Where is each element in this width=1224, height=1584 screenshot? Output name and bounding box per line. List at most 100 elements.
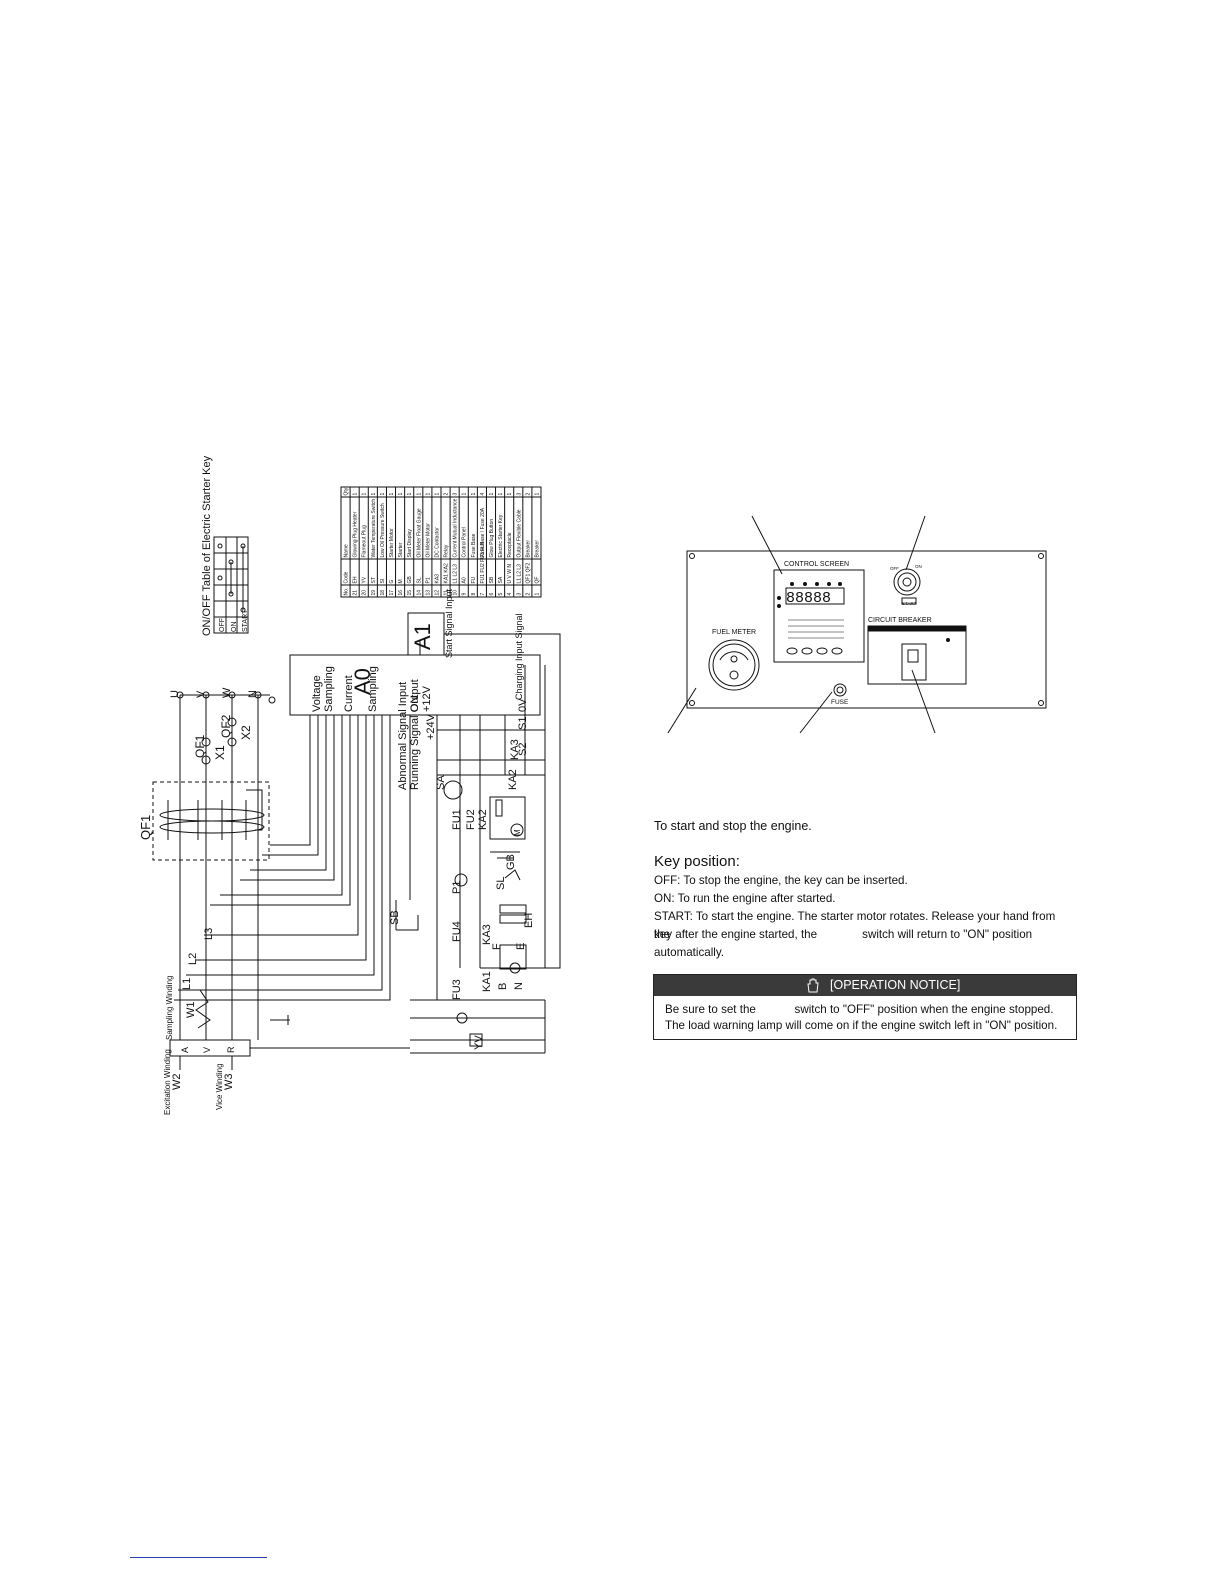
parts-cell: FU1 FU2 FU3 FU4	[480, 541, 486, 583]
parts-cell: 1	[534, 493, 540, 496]
key-line-start-cont: key after the engine started, the switch…	[654, 928, 1033, 941]
parts-cell: 7	[480, 593, 486, 596]
parts-cell: Breaker	[525, 540, 531, 558]
key-line-start: START: To start the engine. The starter …	[654, 910, 1056, 941]
label-qf1: QF1	[138, 815, 153, 840]
label-fu1: FU1	[451, 809, 463, 830]
label-vice-winding: Vice Winding	[215, 1063, 224, 1110]
parts-cell: Oil Meter Float Gauge	[416, 508, 422, 557]
parts-cell: 3	[453, 493, 459, 496]
label-qf2: QF2	[219, 714, 233, 738]
parts-cell: 1	[353, 493, 359, 496]
notice-header: [OPERATION NOTICE]	[654, 975, 1076, 996]
label-ka2b: KA2	[477, 809, 489, 830]
parts-cell: Fuse Base	[471, 533, 477, 557]
label-yv: YV	[473, 1035, 485, 1050]
label-12v: +12V	[421, 685, 433, 712]
digit-display	[785, 587, 845, 605]
label-r: R	[226, 1046, 236, 1053]
label-a: A	[180, 1047, 190, 1053]
parts-cell: 1	[380, 493, 386, 496]
notice-line-2: The load warning lamp will come on if th…	[665, 1019, 1058, 1032]
label-sampling2: Sampling	[367, 666, 379, 712]
parts-cell: 2	[525, 493, 531, 496]
parts-cell: G	[389, 580, 395, 584]
parts-header-cell: Name	[344, 544, 350, 558]
parts-cell: Current Mutual Inductance	[453, 498, 459, 557]
parts-cell: Electric Starter Key	[498, 514, 504, 557]
label-fuel-meter: FUEL METER	[712, 629, 756, 636]
label-b: B	[497, 983, 509, 990]
label-current: Current	[343, 675, 355, 712]
parts-cell: Flameout Plug	[362, 525, 368, 557]
key-line-auto: automatically.	[654, 946, 725, 959]
parts-cell: ST	[371, 577, 377, 583]
panel-frame	[686, 550, 1047, 709]
parts-cell: Glow Plug Button	[489, 519, 495, 558]
starter-pos-off: OFF	[219, 618, 226, 632]
parts-cell: 1	[362, 493, 368, 496]
breaker-qf1	[152, 781, 270, 861]
parts-cell: 12	[434, 590, 440, 596]
label-s2: S2	[517, 743, 529, 756]
parts-cell: 21	[353, 590, 359, 596]
display-digits: 88888	[786, 590, 831, 607]
starter-table-title: ON/OFF Table of Electric Starter Key	[201, 455, 213, 636]
label-abnormal: Abnormal Signal Input	[397, 682, 409, 790]
label-vv: V	[202, 1047, 212, 1053]
control-panel-illustration: CONTROL SCREEN 88888 FUEL METER CIRCUIT …	[667, 515, 1047, 734]
label-s1: S1	[517, 717, 529, 730]
circuit-breaker	[867, 625, 967, 685]
label-ka2: KA2	[507, 769, 519, 790]
parts-cell: 18	[380, 590, 386, 596]
fuel-meter	[708, 639, 760, 691]
key-label-start: START	[902, 601, 917, 606]
parts-cell: SI	[380, 579, 386, 584]
parts-cell: Start Display	[407, 529, 413, 558]
parts-cell: 13	[425, 590, 431, 596]
label-ka1: KA1	[481, 971, 493, 992]
parts-cell: 9	[462, 593, 468, 596]
parts-cell: P1	[425, 577, 431, 583]
parts-cell: L1 L2 L3	[453, 564, 459, 584]
key-line-on: ON: To run the engine after started.	[654, 892, 836, 905]
key-position-heading: Key position:	[654, 853, 740, 870]
parts-cell: 16	[398, 590, 404, 596]
label-f: F	[491, 943, 503, 950]
parts-cell: KA3	[434, 574, 440, 584]
label-sampling-winding: Sampling Winding	[165, 976, 174, 1040]
parts-cell: 1	[462, 493, 468, 496]
parts-cell: SB	[489, 576, 495, 583]
parts-cell: 1	[425, 493, 431, 496]
parts-cell: Control Panel	[462, 527, 468, 557]
parts-cell: Starter	[398, 542, 404, 557]
wiring-diagram: ON/OFF Table of Electric Starter Key OFF…	[138, 455, 561, 1115]
parts-cell: Output Flexible Cable	[516, 509, 522, 557]
key-switch	[893, 568, 921, 596]
parts-cell: 1	[371, 493, 377, 496]
parts-cell: 5	[498, 593, 504, 596]
fuse-holder	[833, 683, 847, 697]
label-running: Running Signal Output	[409, 679, 421, 790]
parts-cell: SA	[498, 576, 504, 583]
starter-pos-start: START	[242, 609, 249, 632]
key-label-on: ON	[915, 564, 922, 569]
key-line-off: OFF: To stop the engine, the key can be …	[654, 874, 908, 887]
parts-header-cell: No.	[344, 588, 350, 596]
label-w2: W2	[171, 1074, 183, 1091]
parts-cell: 4	[480, 493, 486, 496]
label-voltage: Voltage	[311, 675, 323, 712]
parts-cell: 2	[525, 593, 531, 596]
label-x1: X1	[213, 745, 227, 760]
parts-cell: 1	[471, 493, 477, 496]
parts-cell: U V W N	[507, 564, 513, 584]
parts-cell: 17	[389, 590, 395, 596]
parts-cell: Fuse Base / Fuse 20A	[480, 507, 486, 557]
label-charging: Charging Input Signal	[514, 613, 524, 700]
label-n2: N	[513, 982, 525, 990]
operation-notice: [OPERATION NOTICE] Be sure to set the sw…	[653, 974, 1077, 1040]
label-fu4: FU4	[451, 921, 463, 942]
label-fu3: FU3	[451, 979, 463, 1000]
parts-cell: Starter Motor	[389, 528, 395, 558]
parts-cell: 15	[407, 590, 413, 596]
